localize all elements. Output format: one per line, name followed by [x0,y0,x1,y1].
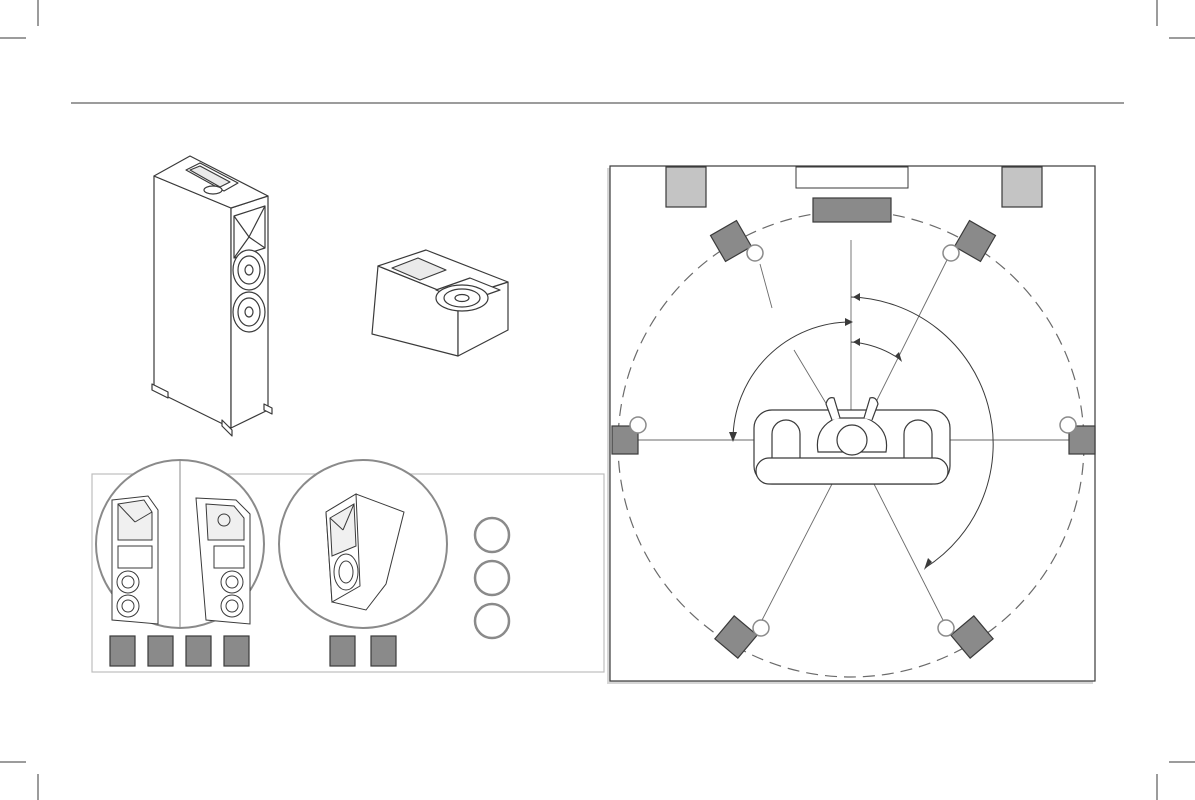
legend-circle-3 [475,604,509,638]
rear-left-height-marker [753,620,769,636]
side-right-marker [1060,417,1076,433]
front-left-speaker [666,167,706,207]
side-left-marker [630,417,646,433]
swatch-2 [148,636,173,666]
swatch-4 [224,636,249,666]
legend-circles [475,518,509,638]
display-screen [796,167,908,188]
speaker-swatches [110,636,396,666]
rear-right-height-marker [938,620,954,636]
tower-speaker-illustration [152,156,272,436]
mounting-inset-panel [92,460,604,672]
legend-circle-1 [475,518,509,552]
swatch-5 [330,636,355,666]
listener-head [837,425,867,455]
swatch-3 [186,636,211,666]
legend-circle-2 [475,561,509,595]
front-right-height-marker [943,245,959,261]
front-right-speaker [1002,167,1042,207]
swatch-6 [371,636,396,666]
tower-top-module-detail [96,460,264,628]
elevation-module-illustration [372,250,508,356]
swatch-1 [110,636,135,666]
listening-position [754,398,950,484]
wall-mounted-module-detail [279,460,447,628]
front-left-height-marker [747,245,763,261]
room-layout [607,166,1095,684]
center-speaker [813,198,891,222]
